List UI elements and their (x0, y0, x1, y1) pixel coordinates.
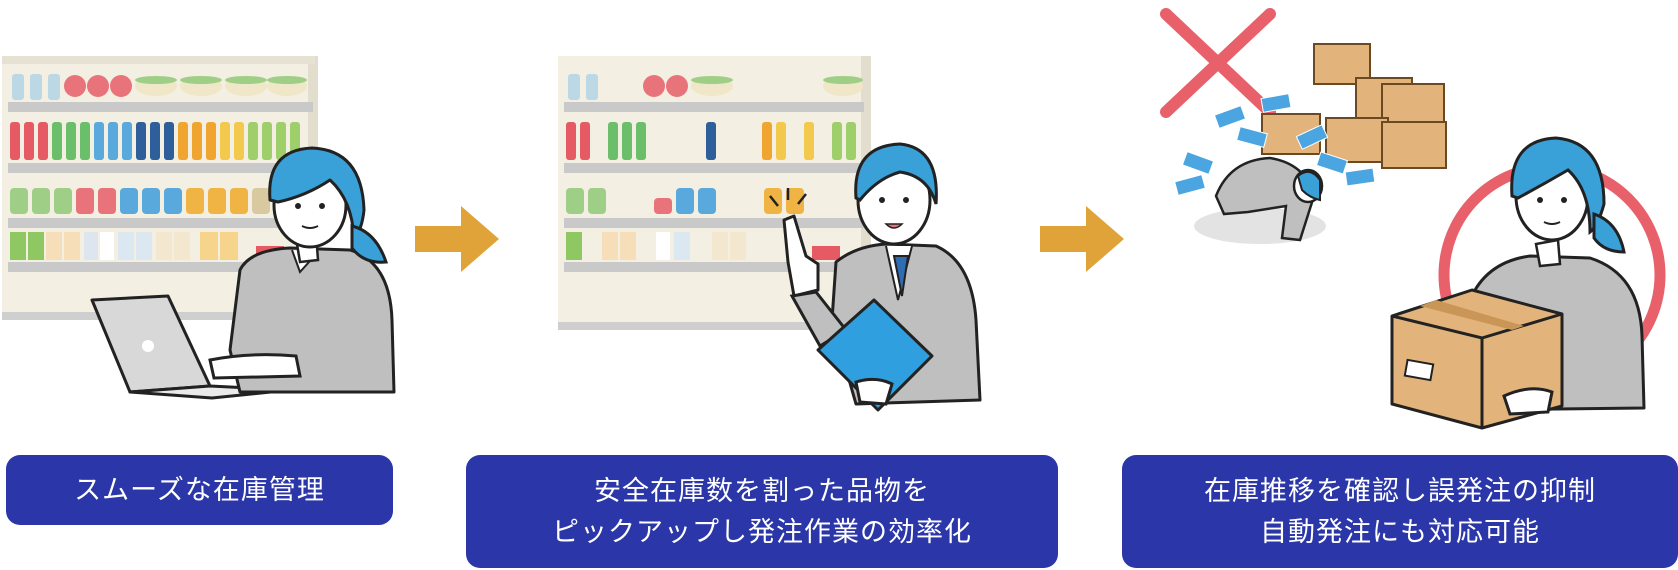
man-character (769, 142, 982, 412)
arrow-right-icon (1040, 206, 1124, 272)
step-3-caption: 在庫推移を確認し誤発注の抑制 自動発注にも対応可能 (1122, 455, 1678, 568)
caption-line: 安全在庫数を割った品物を (594, 475, 930, 507)
step-3-illustration (1160, 8, 1666, 430)
woman-character (208, 146, 396, 394)
box-pile (1261, 43, 1447, 169)
caption-line: ピックアップし発注作業の効率化 (552, 516, 972, 548)
step-3: 在庫推移を確認し誤発注の抑制 自動発注にも対応可能 (1120, 0, 1678, 570)
fallen-person (1194, 156, 1326, 244)
step-1-illustration (2, 56, 396, 400)
caption-line: 自動発注にも対応可能 (1260, 516, 1540, 548)
step-2-illustration (558, 56, 982, 412)
step-2: 安全在庫数を割った品物を ピックアップし発注作業の効率化 (466, 0, 1066, 570)
woman-holding-box (1390, 136, 1646, 430)
step-1-caption: スムーズな在庫管理 (6, 455, 393, 525)
caption-line: スムーズな在庫管理 (74, 474, 325, 506)
step-2-caption: 安全在庫数を割った品物を ピックアップし発注作業の効率化 (466, 455, 1058, 568)
cross-mark-icon (1160, 8, 1276, 118)
step-1: スムーズな在庫管理 (0, 0, 400, 570)
arrow-right-icon (415, 206, 499, 272)
money-bills (1174, 93, 1376, 196)
store-shelf (558, 56, 871, 330)
caption-line: 在庫推移を確認し誤発注の抑制 (1204, 475, 1596, 507)
